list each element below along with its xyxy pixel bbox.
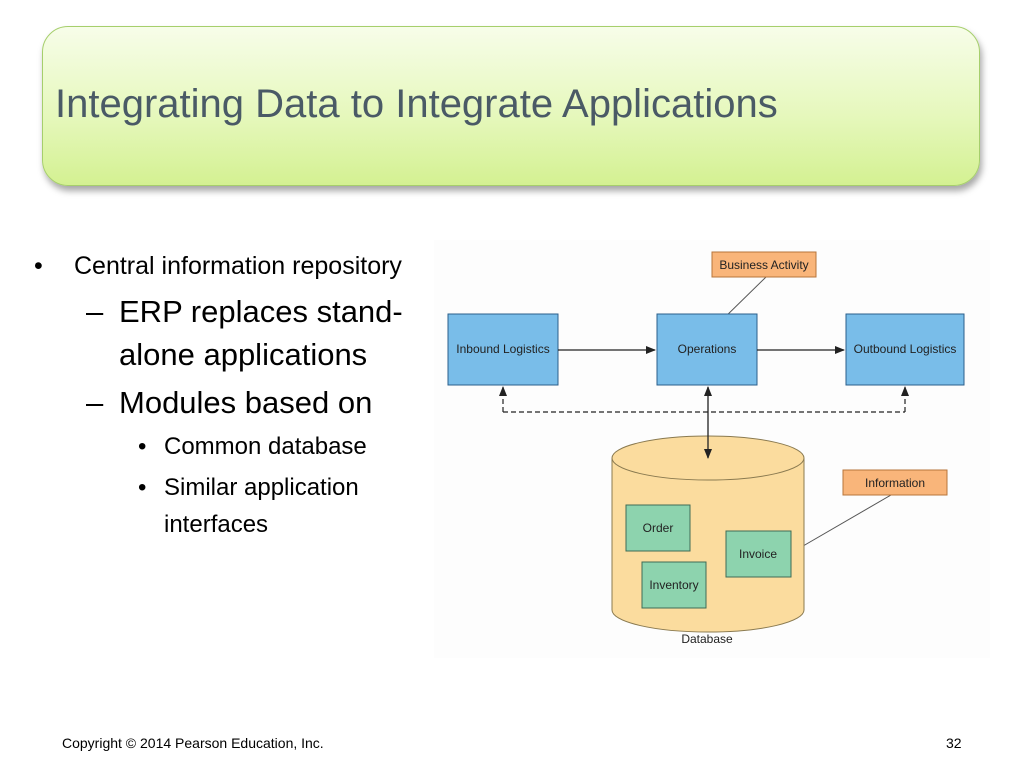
dash-marker: – (86, 294, 104, 329)
bullet-marker: • (34, 252, 43, 280)
erp-diagram: Business Activity Inbound Logistics Oper… (434, 240, 990, 658)
bullet-text: Similar application interfaces (164, 474, 359, 538)
business-activity-label: Business Activity (719, 258, 808, 272)
operations-label: Operations (678, 342, 737, 356)
bullet-similar-interfaces: • Similar application interfaces (34, 469, 426, 543)
information-leader (790, 494, 892, 554)
bullet-list: • Central information repository – ERP r… (34, 248, 426, 543)
invoice-module-box (725, 530, 792, 578)
order-module-label: Order (643, 521, 674, 535)
title-banner: Integrating Data to Integrate Applicatio… (42, 26, 980, 186)
order-module-box (625, 504, 691, 552)
bullet-erp-replaces: – ERP replaces stand-alone applications (34, 290, 426, 376)
inventory-module-label: Inventory (649, 578, 698, 592)
footer-copyright: Copyright © 2014 Pearson Education, Inc. (62, 735, 324, 751)
operations-box (656, 313, 758, 386)
bullet-central-repository: • Central information repository (34, 248, 426, 285)
bullet-modules-based-on: – Modules based on (34, 381, 426, 424)
information-label: Information (865, 476, 925, 490)
bullet-marker: • (138, 433, 147, 460)
outbound-logistics-box (845, 313, 965, 386)
bullet-text: ERP replaces stand-alone applications (119, 294, 403, 372)
inbound-logistics-box (447, 313, 559, 386)
bullet-text: Modules based on (119, 385, 373, 420)
bullet-text: Common database (164, 433, 367, 460)
bullet-text: Central information repository (74, 252, 402, 280)
bullet-common-database: • Common database (34, 428, 426, 465)
slide-title: Integrating Data to Integrate Applicatio… (55, 82, 778, 126)
business-activity-callout (711, 251, 817, 278)
database-label: Database (681, 632, 733, 646)
bullet-marker: • (138, 474, 147, 501)
invoice-module-label: Invoice (739, 547, 777, 561)
outbound-logistics-label: Outbound Logistics (854, 342, 957, 356)
dash-marker: – (86, 385, 104, 420)
page-number: 32 (946, 735, 962, 751)
information-callout (842, 469, 948, 496)
inventory-module-box (641, 561, 707, 609)
inbound-logistics-label: Inbound Logistics (456, 342, 549, 356)
